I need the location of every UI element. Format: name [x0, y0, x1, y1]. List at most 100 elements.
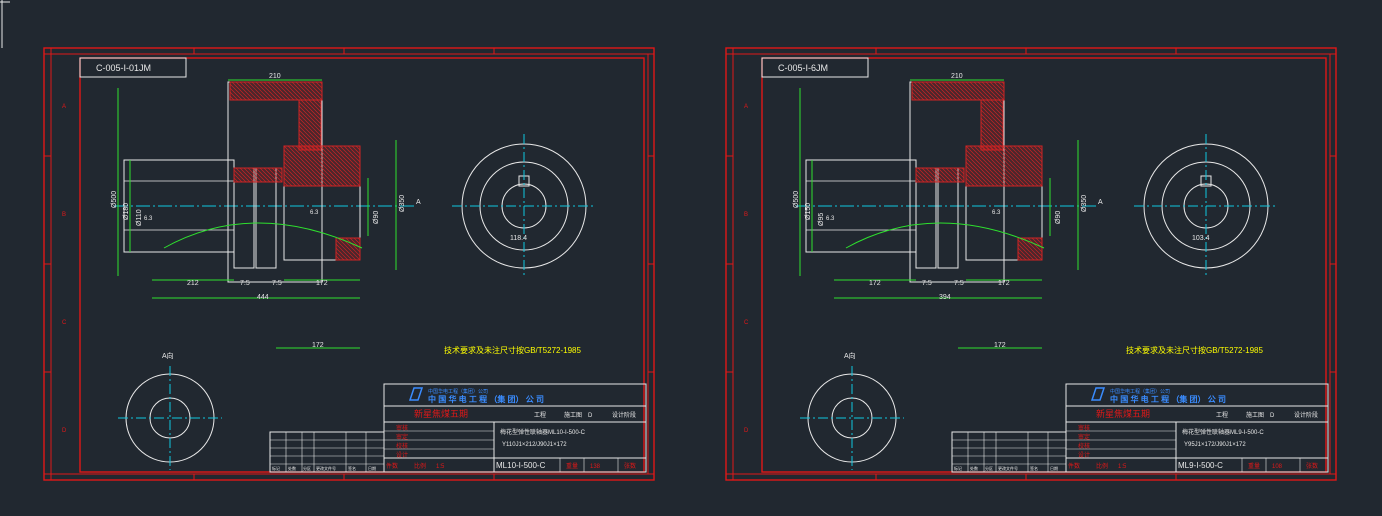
dim-gap1: 7.5 [240, 280, 250, 287]
zone-label: B [744, 212, 748, 218]
flange-left [915, 167, 937, 269]
hatch-line [298, 141, 308, 151]
hatch-line [977, 145, 1019, 187]
hatch-line [937, 81, 957, 101]
hatch-line [303, 81, 323, 101]
hatch-line [233, 169, 247, 183]
hatch-line [1017, 255, 1023, 261]
dim-dia-flange: Ø350 [399, 195, 406, 212]
hatch-line [980, 105, 1004, 129]
sleeve-top-hatch [229, 81, 323, 101]
hatch-line [980, 121, 1004, 145]
hatch-line [263, 81, 283, 101]
hatch-line [335, 255, 341, 261]
a-view-label: A向 [844, 351, 856, 360]
revision-table-frame [951, 431, 1067, 473]
hatch-line [933, 81, 953, 101]
dim-dia-outer: Ø500 [111, 191, 118, 208]
dim-gap2: 7.5 [272, 280, 282, 287]
hatch-line [291, 81, 311, 101]
hatch-line [345, 237, 361, 253]
right-hub-hatch [965, 145, 1043, 187]
hatch-line [271, 167, 283, 179]
hatch-line [255, 167, 271, 183]
hatch-line [985, 81, 1005, 101]
hatch-line [283, 169, 301, 187]
hatch-line [298, 109, 322, 133]
title-block: 中国华电工程（集团）公司中 国 华 电 工 程 （集 团） 公 司新星焦煤五期工… [383, 383, 647, 473]
dim-total: 394 [939, 294, 951, 301]
right-hub-hatch [283, 145, 361, 187]
roughness-mark: 6.3 [992, 210, 1001, 216]
hatch-line [1039, 237, 1043, 241]
hatch-line [298, 121, 322, 145]
company-name-small: 中国华电工程（集团）公司 [1110, 388, 1170, 395]
hatch-line [921, 81, 941, 101]
hatch-line [1001, 81, 1005, 85]
hatch-line [969, 145, 1011, 187]
hatch-line [298, 129, 320, 151]
hatch-line [299, 145, 341, 187]
drawing-code-mirrored: C-005-I-6JM [778, 63, 828, 73]
hatch-line [1017, 251, 1027, 261]
hatch-line [259, 81, 279, 101]
hatch-line [945, 167, 961, 183]
dim-top-width: 210 [269, 73, 281, 80]
right-hub-hatch-lower [335, 237, 361, 261]
hatch-line [355, 145, 361, 151]
hatch-line [949, 167, 965, 183]
tb-row-label: 校核 [396, 442, 408, 450]
tb-scale-label: 比例 [1096, 462, 1108, 470]
hatch-line [953, 167, 965, 179]
hatch-line [1019, 237, 1043, 261]
hatch-line [351, 145, 361, 155]
flange-left [233, 167, 255, 269]
hatch-line [911, 95, 917, 101]
revision-header: 更改文件号 [316, 465, 336, 471]
hatch-line [283, 161, 309, 187]
tb-qty-label: 件数 [386, 462, 398, 470]
revision-header: 处数 [970, 465, 978, 471]
hatch-line [925, 167, 941, 183]
hatch-line [229, 83, 247, 101]
hatch-line [304, 99, 322, 117]
a-direction-view: A向 [118, 351, 222, 470]
hatch-line [308, 99, 322, 113]
hatch-line [1029, 145, 1043, 159]
hatch-line [239, 81, 259, 101]
drawing-code-box [761, 57, 869, 78]
hatch-line [283, 145, 325, 187]
sleeve-web-hatch [298, 99, 322, 151]
hatch-line [229, 87, 243, 101]
hatch-line [1017, 247, 1031, 261]
tb-weight: 108 [1272, 464, 1283, 470]
hatch-line [911, 87, 925, 101]
dim-dia-hub: Ø150 [805, 203, 812, 220]
hatch-line [259, 167, 275, 183]
technical-requirements-note: 技术要求及未注尺寸按GB/T5272-1985 [1126, 345, 1263, 355]
hatch-line [315, 81, 323, 89]
hatch-line [347, 145, 361, 159]
hatch-line [298, 133, 316, 151]
hatch-line [973, 145, 1015, 187]
company-name-small: 中国华电工程（集团）公司 [428, 388, 488, 395]
inner-frame [761, 57, 1327, 473]
hatch-line [911, 83, 929, 101]
hatch-line [915, 177, 921, 183]
hatch-line [233, 173, 243, 183]
end-view: 118.4 [452, 134, 596, 278]
hatch-outline [283, 145, 361, 187]
hatch-line [917, 167, 933, 183]
sleeve-web-hatch [980, 99, 1004, 151]
hatch-line [235, 167, 251, 183]
hatch-line [986, 99, 1004, 117]
zone-label: A [744, 104, 748, 110]
zone-label: B [62, 212, 66, 218]
main-section-view [114, 81, 416, 283]
hatch-line [925, 81, 945, 101]
hatch-line [961, 81, 981, 101]
